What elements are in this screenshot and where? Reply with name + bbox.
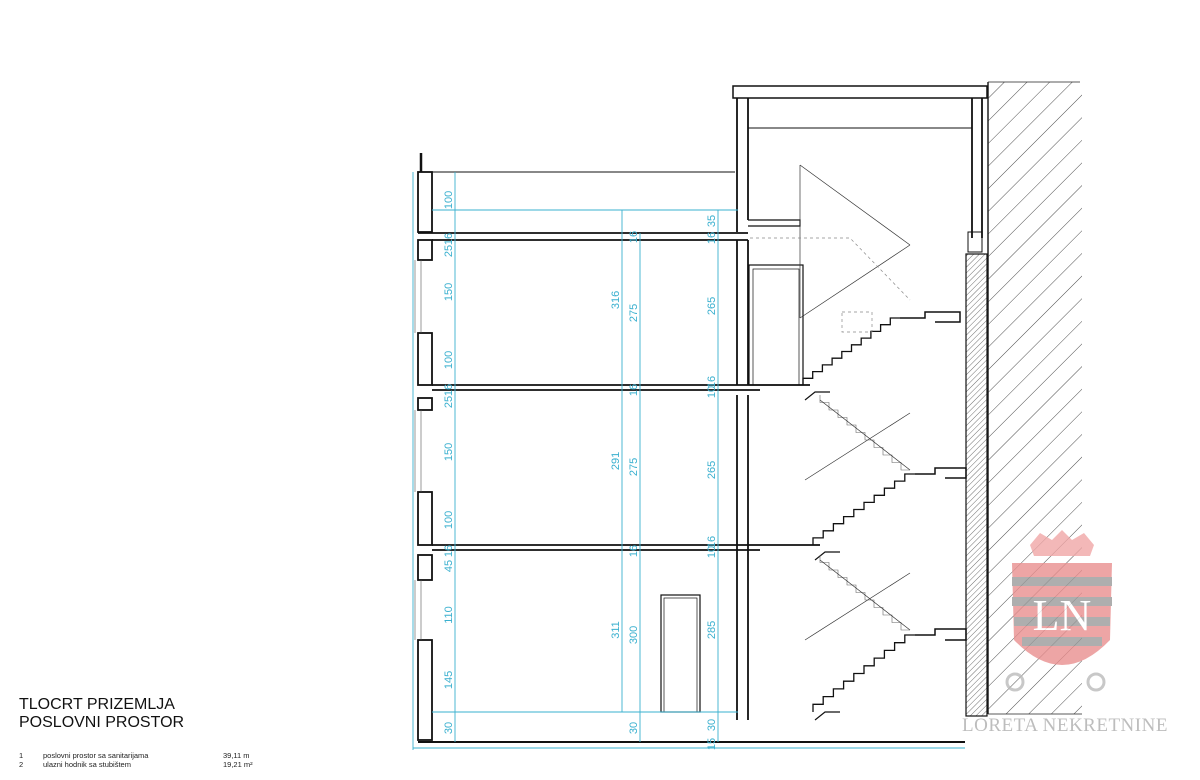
- watermark-monogram: LN: [1033, 591, 1092, 640]
- dimension-label: 265: [706, 297, 718, 315]
- dimension-label: 285: [706, 621, 718, 639]
- dimension-label: 16: [706, 376, 718, 388]
- room-number: 1: [19, 751, 24, 760]
- column-cap: [967, 231, 983, 253]
- dimension-label: 145: [443, 671, 455, 689]
- room-name: ulazni hodnik sa stubištem: [43, 760, 131, 769]
- dimension-label: 100: [443, 511, 455, 529]
- title-line-2: POSLOVNI PROSTOR: [19, 714, 185, 731]
- dimension-label: 100: [443, 351, 455, 369]
- stair-flight-upper: [819, 395, 910, 471]
- dimension-label: 45: [443, 560, 455, 572]
- watermark-logo: LN: [1005, 530, 1112, 692]
- dimension-label: 150: [443, 283, 455, 301]
- room-name: poslovni prostor sa sanitarijama: [43, 751, 149, 760]
- dimension-label: 15: [706, 738, 718, 750]
- dimension-label: 30: [443, 722, 455, 734]
- dimension-label: 265: [706, 461, 718, 479]
- dimension-label: 275: [628, 458, 640, 476]
- drawing-title: TLOCRT PRIZEMLJA POSLOVNI PROSTOR: [19, 696, 184, 732]
- dimension-label: 16: [628, 384, 640, 396]
- dimension-label: 16: [443, 233, 455, 245]
- legend-row: 2 ulazni hodnik sa stubištem 19,21 m²: [19, 760, 253, 769]
- dimension-label: 10: [706, 546, 718, 558]
- dimension-label: 35: [706, 215, 718, 227]
- dimension-label: 16: [628, 231, 640, 243]
- dimension-label: 275: [628, 304, 640, 322]
- dimension-label: 16: [706, 536, 718, 548]
- building-structure: [414, 85, 988, 743]
- title-line-1: TLOCRT PRIZEMLJA: [19, 696, 175, 713]
- dimension-label: 16: [443, 384, 455, 396]
- room-area: 39,11 m: [223, 751, 250, 760]
- stair-flight: [812, 634, 915, 712]
- dimension-label: 10: [706, 386, 718, 398]
- dimension-label: 16: [628, 545, 640, 557]
- dimension-label: 100: [443, 191, 455, 209]
- dimension-label: 16: [706, 232, 718, 244]
- legend-row: 1 poslovni prostor sa sanitarijama 39,11…: [19, 751, 253, 760]
- dimension-labels: 1002516150100251615010045161101453031629…: [443, 191, 718, 750]
- dimension-label: 30: [706, 719, 718, 731]
- dimension-label: 25: [443, 396, 455, 408]
- staircase: [802, 317, 915, 712]
- dimension-label: 16: [443, 545, 455, 557]
- dimension-label: 25: [443, 245, 455, 257]
- room-area: 19,21 m²: [223, 760, 253, 769]
- dimension-label: 300: [628, 626, 640, 644]
- room-number: 2: [19, 760, 24, 769]
- dimension-label: 316: [610, 291, 622, 309]
- dimension-label: 30: [628, 722, 640, 734]
- dimension-label: 150: [443, 443, 455, 461]
- stair-flight: [812, 473, 915, 545]
- watermark-text: LORETA NEKRETNINE: [962, 715, 1168, 736]
- dimension-label: 311: [610, 621, 622, 639]
- stair-flight-upper: [819, 555, 910, 631]
- handrails: [750, 164, 911, 641]
- room-legend: 1 poslovni prostor sa sanitarijama 39,11…: [19, 751, 253, 769]
- dimension-lines: [412, 172, 965, 750]
- dimension-label: 110: [443, 606, 455, 624]
- stair-flight: [802, 317, 900, 385]
- hatched-column: [965, 253, 988, 717]
- dimension-label: 291: [610, 452, 622, 470]
